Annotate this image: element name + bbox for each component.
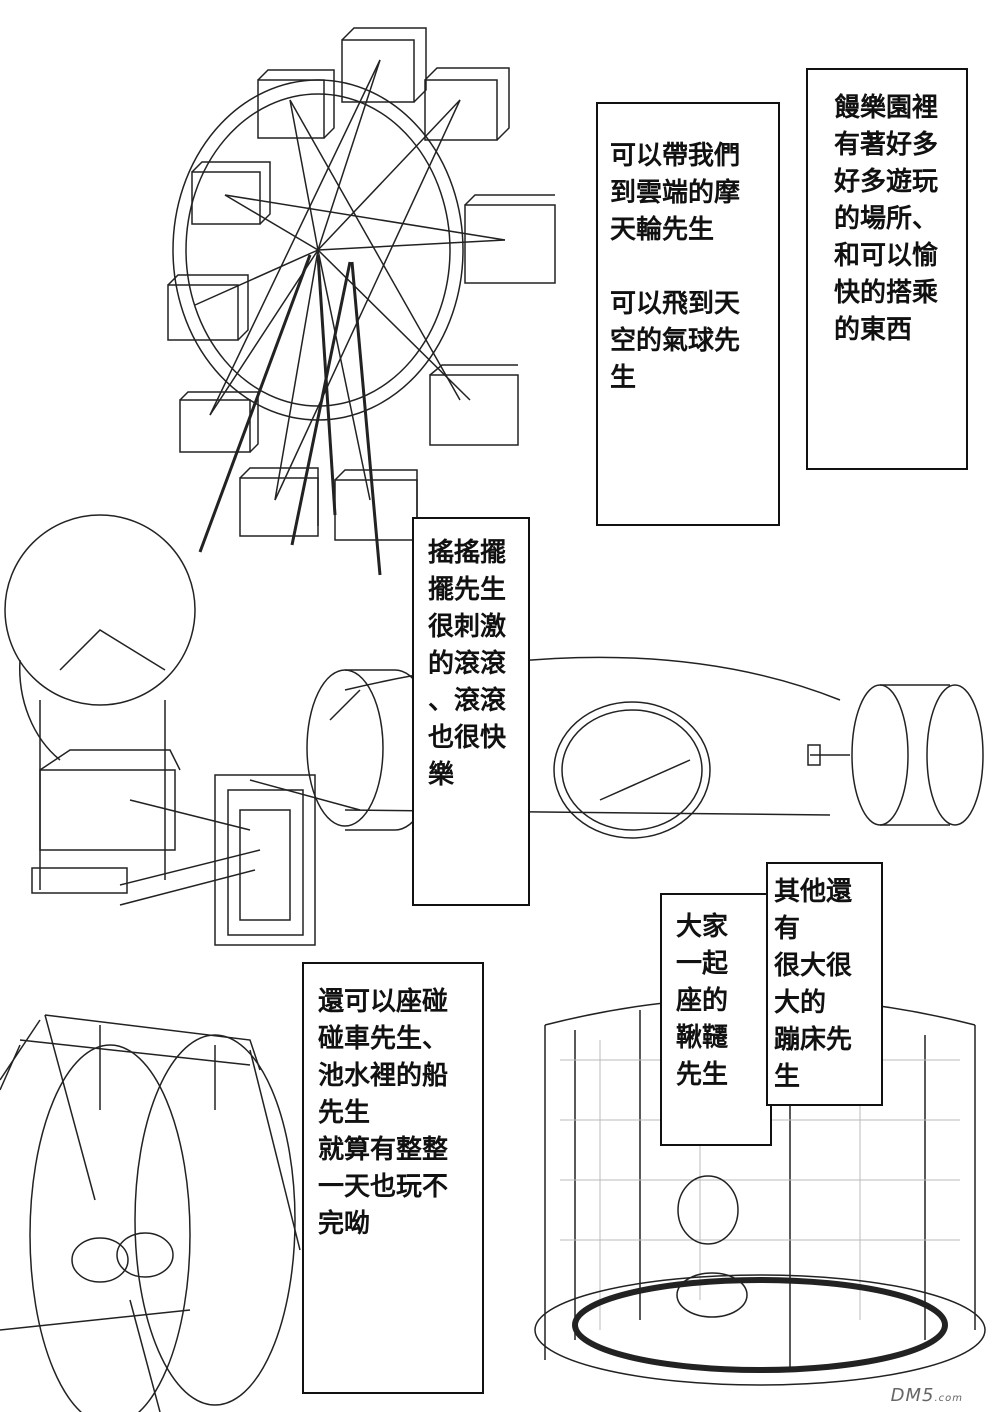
watermark: DM5.com: [890, 1385, 963, 1406]
caption-swing-together: 大家 一起 座的 鞦韆 先生: [660, 893, 772, 1146]
trampoline-drawing: [534, 996, 986, 1386]
caption-swing-roll: 搖搖擺 擺先生 很刺激 的滾滾 、滾滾 也很快 樂: [412, 517, 530, 906]
caption-bumper-boat: 還可以座碰 碰車先生、 池水裡的船 先生 就算有整整 一天也玩不 完呦: [302, 962, 484, 1394]
ferris-wheel-drawing: [167, 27, 556, 576]
caption-park-intro: 饅樂園裡 有著好多 好多遊玩 的場所、 和可以愉 快的搭乘 的東西: [806, 68, 968, 470]
caption-ferris-balloon: 可以帶我們 到雲端的摩 天輪先生 可以飛到天 空的氣球先 生: [596, 102, 780, 526]
balloon-ride-drawing: [4, 514, 361, 946]
swing-ride-drawing: [0, 1014, 301, 1412]
caption-trampoline: 其他還 有 很大很 大的 蹦床先 生: [766, 862, 883, 1106]
cylinder-ride-drawing: [306, 656, 984, 839]
